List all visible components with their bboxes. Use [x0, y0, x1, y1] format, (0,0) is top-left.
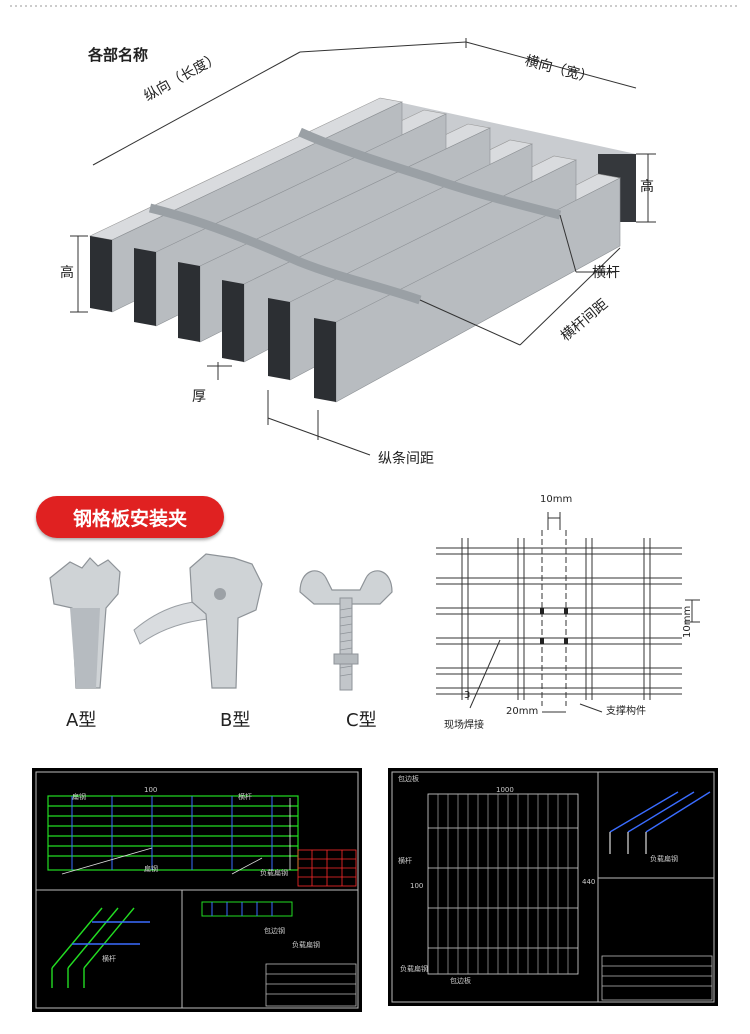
dim-20mm-bottom: 20mm	[506, 706, 539, 717]
clip-b-label: B型	[220, 710, 251, 731]
weld-detail-drawing: 10mm 10mm 20mm 3 现场焊接 支撑构件	[430, 490, 730, 731]
clip-b-illustration	[133, 553, 263, 689]
cad-right-dim-100: 100	[410, 882, 424, 890]
clip-a-illustration	[49, 557, 121, 689]
site-weld-label: 现场焊接	[444, 720, 484, 731]
cad-left-label-2: 横杆	[238, 793, 252, 801]
cad-left-label-3: 负载扁钢	[260, 869, 288, 877]
diagram-title: 各部名称	[88, 46, 149, 64]
clip-section-banner: 钢格板安装夹	[36, 496, 224, 538]
cad-left-dim-100: 100	[144, 786, 158, 794]
cad-left-label-4: 扁钢	[144, 865, 158, 873]
cad-right-iso-label: 负载扁钢	[650, 855, 678, 863]
cad-drawing-left: 100 扁钢 横杆 负载扁钢 扁钢 包边钢 负载扁钢 横杆	[32, 768, 362, 1012]
clip-photos: A型 B型 C型	[30, 548, 420, 738]
label-height-left: 高	[60, 265, 74, 281]
detail-number: 3	[464, 690, 471, 701]
cad-left-label-6: 负载扁钢	[292, 941, 320, 949]
cad-left-label-7: 横杆	[102, 955, 116, 963]
cad-right-load-bar: 负载扁钢	[400, 965, 428, 973]
label-thickness: 厚	[192, 389, 206, 405]
cad-right-crossbar: 横杆	[398, 857, 412, 865]
label-bar-spacing: 纵条间距	[378, 451, 434, 467]
clip-c-illustration	[299, 570, 393, 691]
label-height-right: 高	[640, 179, 654, 195]
grating-parts-diagram: 各部名称 纵向（长度） 横向（宽） 高 高 横杆 横杆间距 厚 纵条间距	[0, 0, 750, 480]
label-crossbar: 横杆	[592, 265, 620, 281]
grating-isometric-drawing	[10, 5, 740, 456]
cad-right-edge-bottom: 包边板	[450, 977, 471, 985]
dim-10mm-right: 10mm	[682, 605, 693, 638]
clip-a-label: A型	[66, 710, 97, 731]
support-member-label: 支撑构件	[606, 706, 646, 717]
cad-right-dim-440: 440	[582, 878, 596, 886]
cad-right-edge-top: 包边板	[398, 775, 419, 783]
cad-drawing-right: 包边板 1000 横杆 100 440 负载扁钢 包边板 负载扁钢	[388, 768, 718, 1006]
cad-left-label-5: 包边钢	[264, 927, 285, 935]
clip-c-label: C型	[346, 710, 377, 731]
dim-10mm-top: 10mm	[540, 494, 573, 505]
cad-left-label-1: 扁钢	[72, 793, 86, 801]
cad-right-dim-1000: 1000	[496, 786, 514, 794]
